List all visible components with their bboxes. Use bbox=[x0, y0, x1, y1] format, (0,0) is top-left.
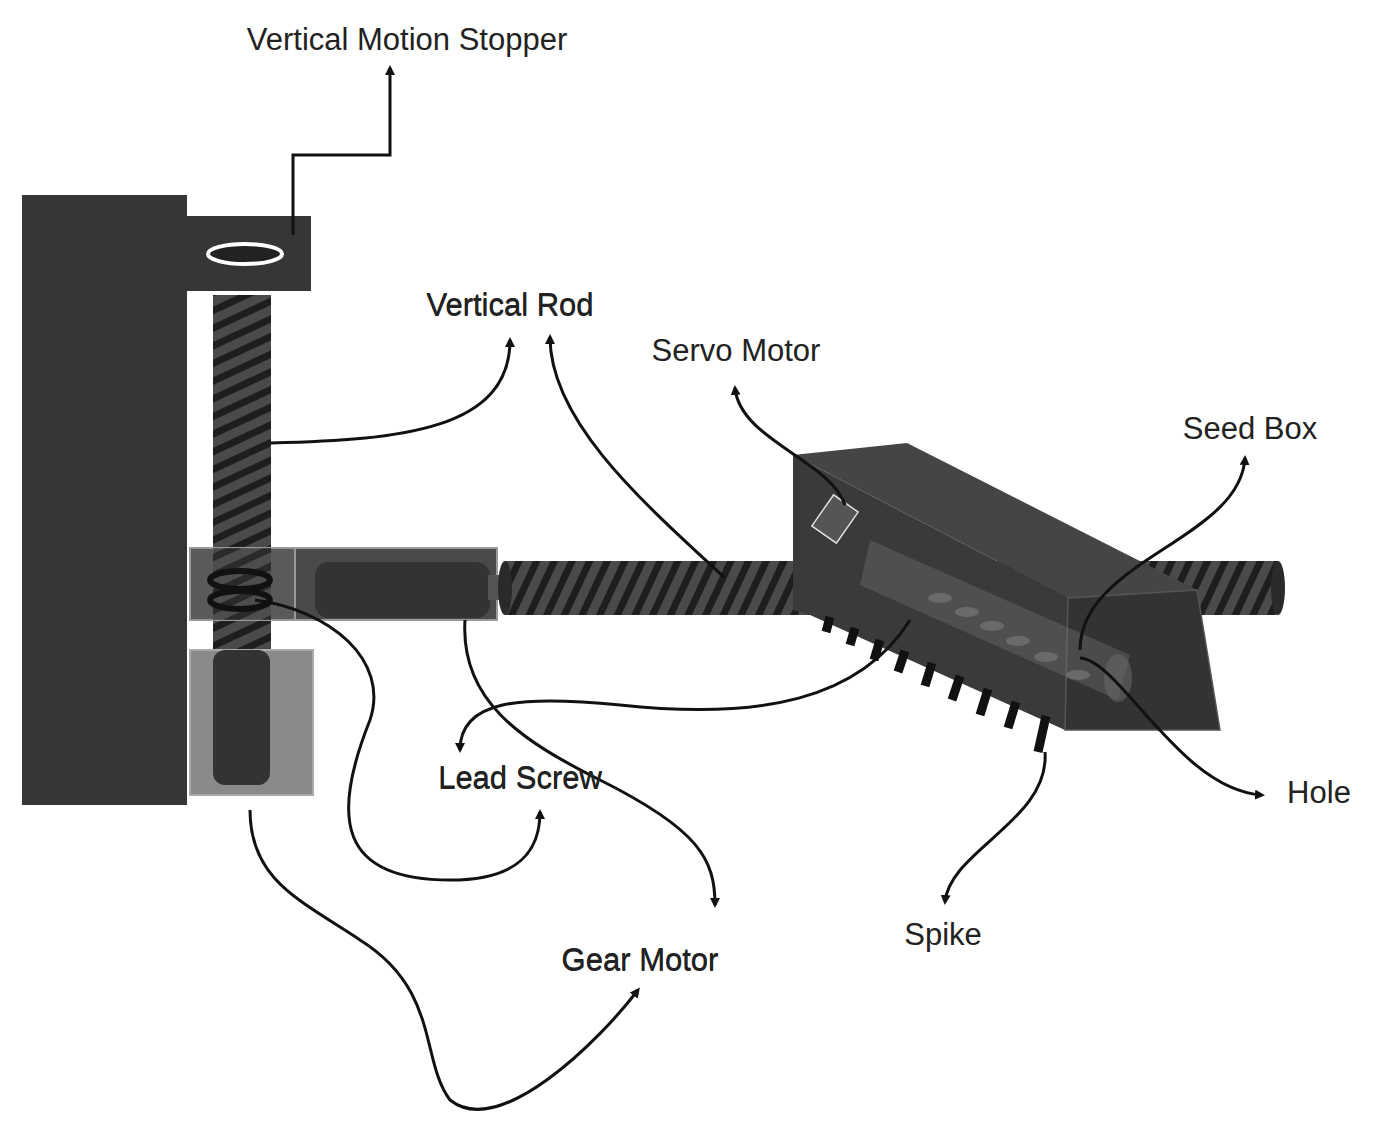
part-label: Vertical Motion Stopper bbox=[247, 22, 568, 58]
part-label: Vertical Rod bbox=[426, 288, 593, 324]
motor-housing-bottom bbox=[190, 650, 313, 795]
frame bbox=[22, 195, 187, 805]
stopper-ring bbox=[208, 244, 282, 264]
part-label: Gear Motor bbox=[562, 943, 719, 979]
gear-motor-horizontal bbox=[315, 562, 490, 618]
gear-motor-vertical bbox=[213, 650, 270, 785]
part-label: Hole bbox=[1287, 775, 1351, 811]
part-label: Seed Box bbox=[1183, 411, 1317, 447]
seed-box bbox=[793, 443, 1220, 730]
motor-housing bbox=[295, 548, 497, 620]
spikes bbox=[826, 617, 1046, 752]
part-label: Spike bbox=[904, 917, 982, 953]
part-label: Lead Screw bbox=[438, 761, 602, 797]
part-label: Servo Motor bbox=[652, 333, 821, 369]
leader-lines bbox=[250, 68, 1262, 1109]
carriage-block bbox=[190, 548, 295, 620]
